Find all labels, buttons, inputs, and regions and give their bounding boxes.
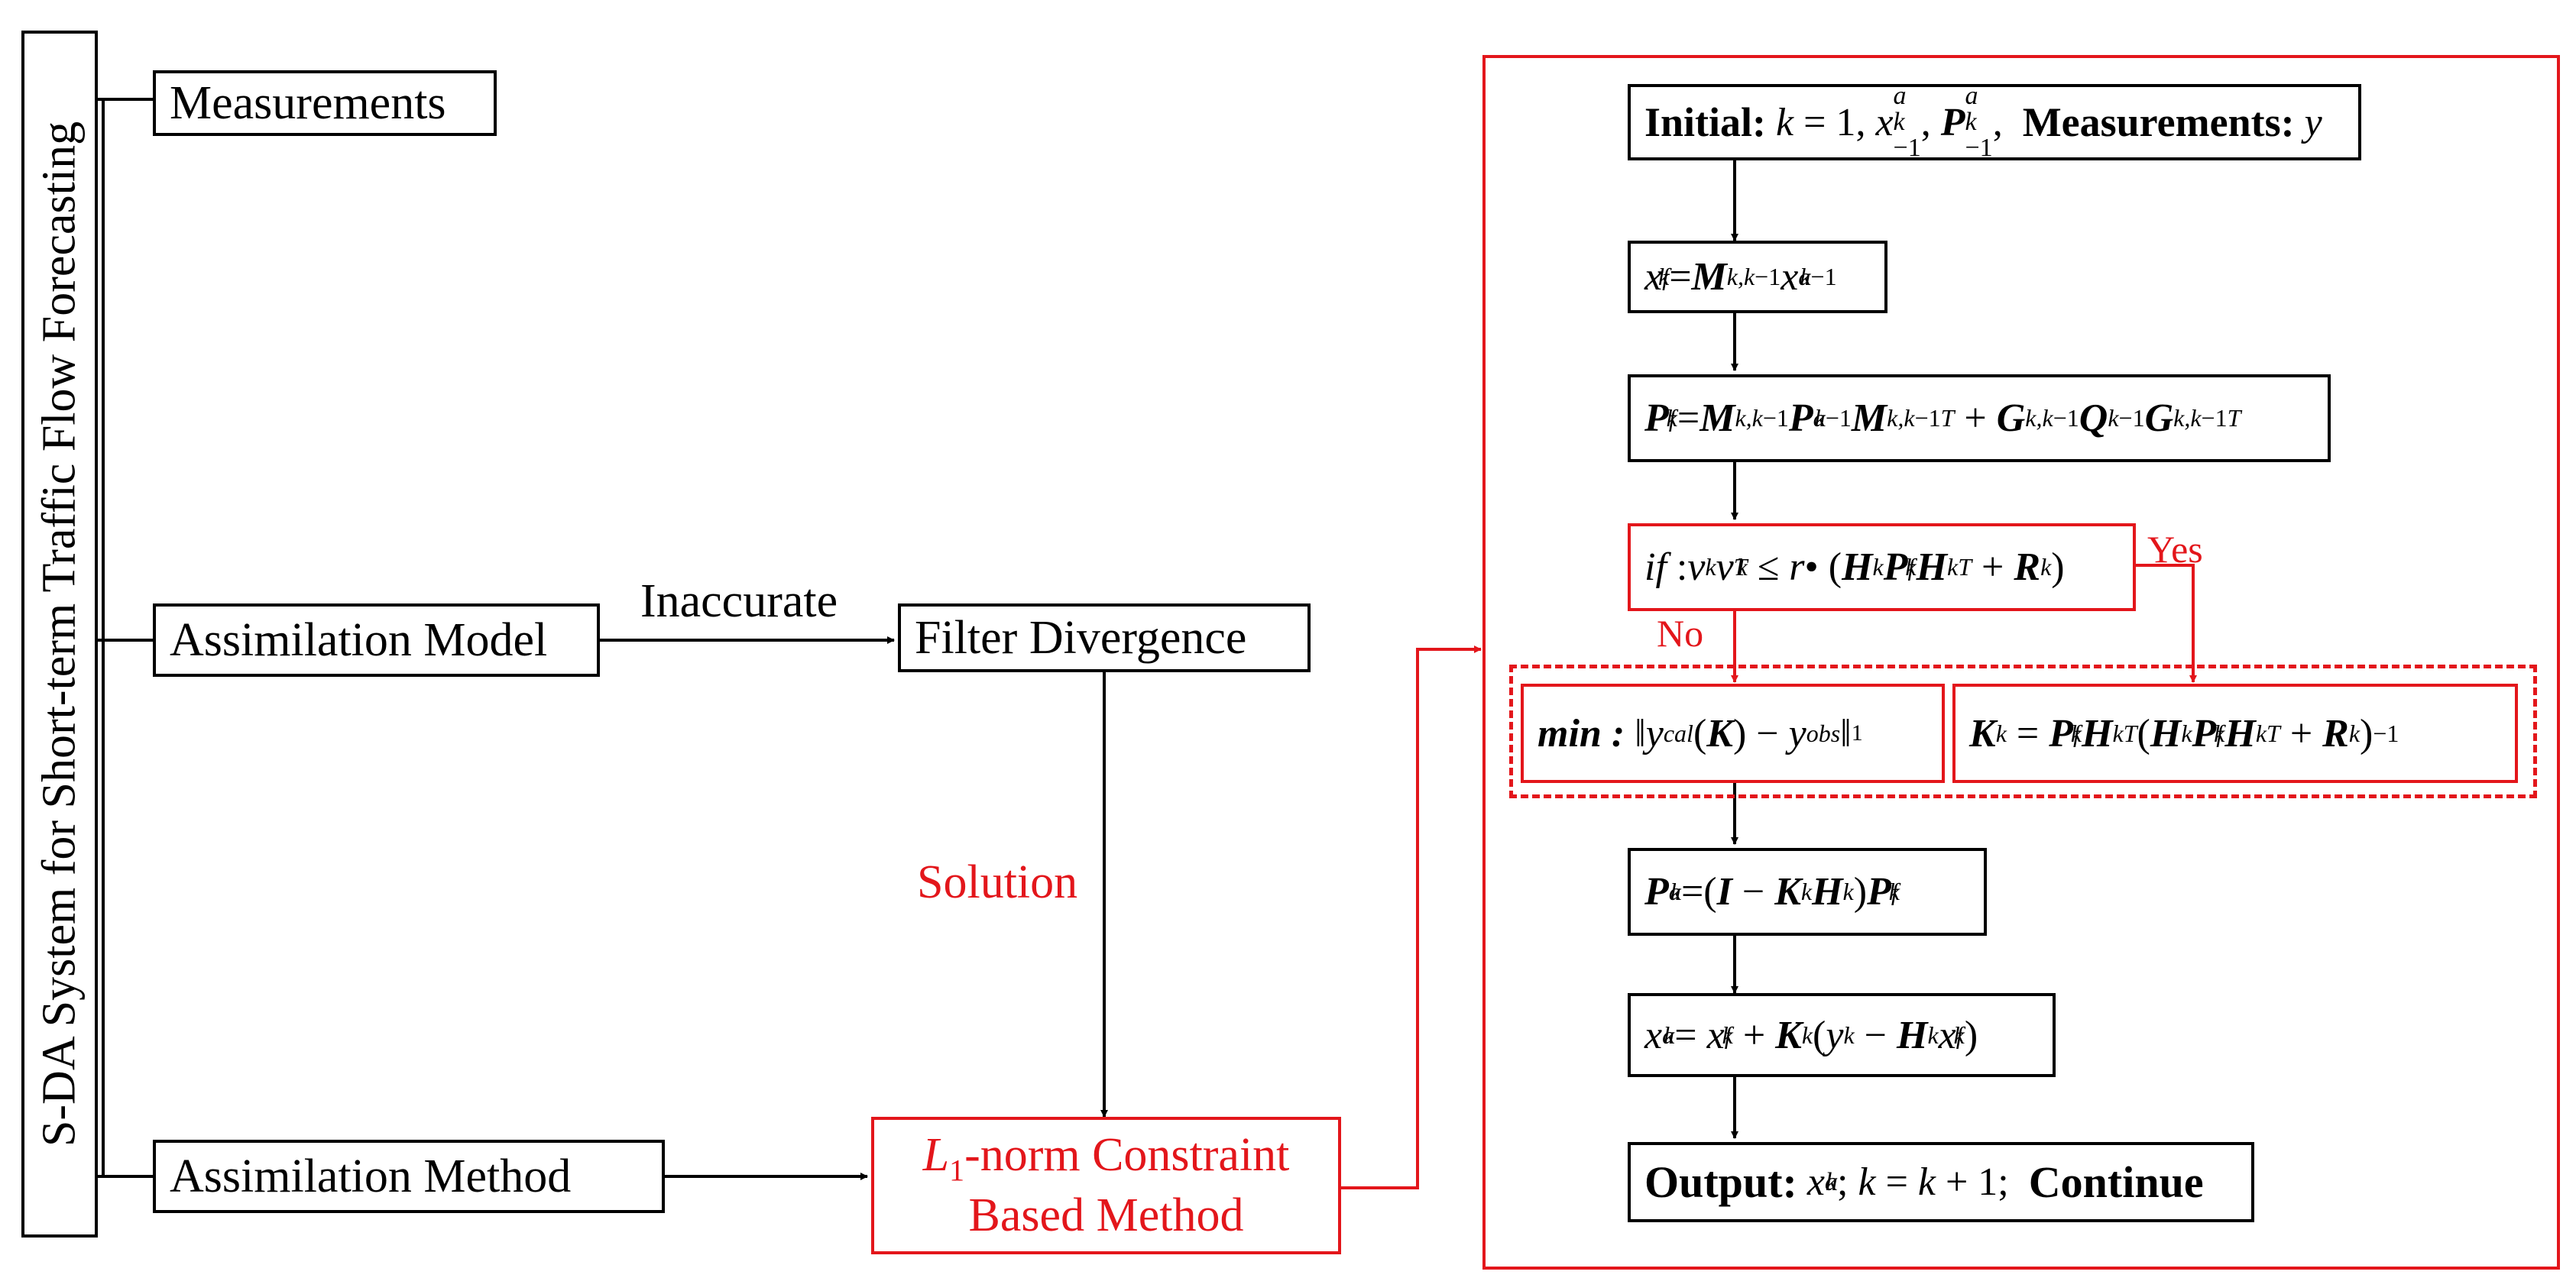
arrow-yes <box>2136 564 2197 683</box>
flow-container <box>1482 55 2560 1270</box>
yes-label: Yes <box>2147 528 2203 571</box>
assimilation-model-label: Assimilation Model <box>170 613 548 666</box>
assimilation-method-box: Assimilation Method <box>153 1140 665 1213</box>
gain-selection-group <box>1509 665 2537 798</box>
filter-divergence-box: Filter Divergence <box>898 603 1311 672</box>
filter-divergence-label: Filter Divergence <box>915 611 1247 664</box>
no-label: No <box>1657 612 1704 655</box>
measurements-box: Measurements <box>153 70 497 136</box>
l1-norm-method-box: L1-norm Constraint Based Method <box>871 1117 1341 1254</box>
arrow-l1-to-flow <box>1341 645 1482 1189</box>
measurements-label: Measurements <box>170 76 446 129</box>
assimilation-method-label: Assimilation Method <box>170 1150 572 1202</box>
system-title-bar: S-DA System for Short-term Traffic Flow … <box>21 31 98 1238</box>
solution-label: Solution <box>917 856 1078 908</box>
inaccurate-label: Inaccurate <box>640 575 838 627</box>
system-title: S-DA System for Short-term Traffic Flow … <box>33 121 86 1147</box>
assimilation-model-box: Assimilation Model <box>153 603 600 677</box>
